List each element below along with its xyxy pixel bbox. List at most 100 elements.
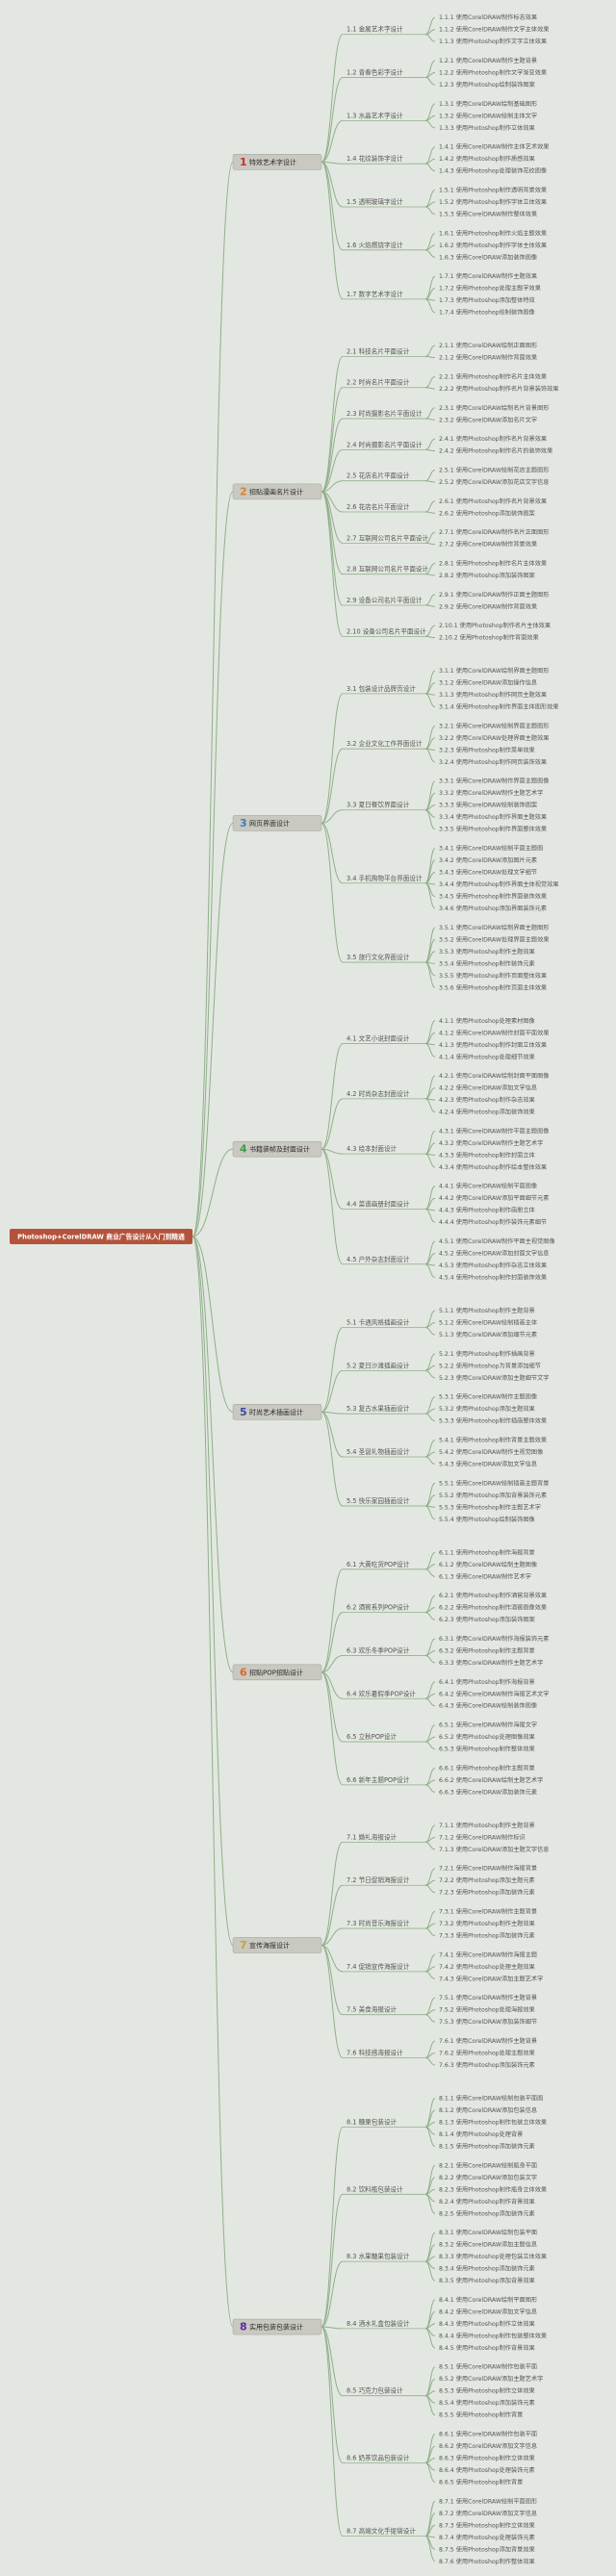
section-node: 2.8 互联网公司名片平面设计: [343, 565, 429, 575]
chapter-box: [232, 1140, 322, 1158]
leaf-topic: 6.4.1 使用Photoshop制作海报背景: [439, 1678, 535, 1686]
leaf-topic: 3.2.4 使用Photoshop制作网页装饰效果: [439, 758, 547, 766]
leaf-topic: 5.4.2 使用CorelDRAW制作主视觉图像: [439, 1448, 543, 1456]
connector-line: [424, 2461, 436, 2483]
connector-line: [424, 387, 436, 390]
connector-line: [424, 500, 436, 513]
section-node: 7.6 科技感海报设计: [343, 2048, 425, 2058]
section-node: 8.3 水果糖果包装设计: [343, 2252, 425, 2262]
connector-line: [321, 2326, 344, 2397]
leaf-topic: 6.5.3 使用Photoshop制作整体效果: [439, 1746, 535, 1753]
connector-line: [192, 161, 234, 1237]
chapter-title: 特效艺术字设计: [249, 158, 296, 166]
connector-line: [321, 1411, 344, 1415]
connector-line: [321, 1612, 344, 1673]
section-node: 6.2 酒窖系列POP设计: [343, 1603, 425, 1614]
connector-line: [424, 2260, 436, 2282]
leaf-topic: 7.5.1 使用CorelDRAW制作主题背景: [439, 1994, 537, 2002]
leaf-topic: 5.2.1 使用Photoshop制作插画背景: [439, 1350, 535, 1358]
section-title: 2.8 互联网公司名片平面设计: [346, 565, 429, 574]
leaf-topic: 2.4.1 使用Photoshop制作名片背景效果: [439, 435, 547, 443]
leaf-topic: 4.3.1 使用CorelDRAW制作平面主题图像: [439, 1127, 549, 1135]
section-node: 2.2 时尚名片平面设计: [343, 378, 425, 389]
leaf-topic: 1.3.1 使用CorelDRAW绘制基础图形: [439, 100, 537, 108]
leaf-topic: 1.2.1 使用CorelDRAW制作主题背景: [439, 57, 537, 64]
leaf-topic: 3.2.2 使用CorelDRAW处理界面主题效果: [439, 734, 549, 742]
connector-line: [424, 1075, 436, 1100]
section-title: 7.5 美食海报设计: [346, 2005, 398, 2014]
leaf-topic: 2.8.1 使用Photoshop制作名片主体效果: [439, 559, 547, 567]
section-node: 7.3 时尚音乐海报设计: [343, 1919, 425, 1929]
section-title: 4.3 绘本封面设计: [346, 1144, 398, 1153]
leaf-topic: 3.4.1 使用CorelDRAW绘制平面主题图: [439, 845, 543, 853]
connector-line: [424, 1654, 436, 1664]
leaf-topic: 1.5.1 使用Photoshop制作透明背景效果: [439, 187, 547, 194]
leaf-topic: 2.6.1 使用Photoshop制作名片背景效果: [439, 497, 547, 505]
connector-line: [321, 809, 344, 824]
leaf-topic: 7.2.1 使用CorelDRAW制作海报背景: [439, 1865, 537, 1873]
leaf-topic: 3.5.1 使用CorelDRAW绘制界面主题图形: [439, 924, 549, 931]
connector-line: [424, 1327, 436, 1336]
root-node: Photoshop+CorelDRAW 商业广告设计从入门到精通: [10, 1229, 192, 1244]
leaf-topic: 2.1.2 使用CorelDRAW制作背面效果: [439, 354, 537, 362]
connector-line: [321, 1927, 344, 1946]
connector-line: [321, 2326, 344, 2538]
leaf-topic: 4.4.1 使用CorelDRAW绘制平面图像: [439, 1183, 537, 1190]
connector-line: [424, 1741, 436, 1750]
leaf-topic: 5.3.1 使用CorelDRAW制作主题图像: [439, 1393, 537, 1401]
leaf-topic: 8.6.2 使用CorelDRAW添加文字信息: [439, 2442, 537, 2450]
leaf-topic: 1.7.2 使用Photoshop处理主题字效果: [439, 285, 541, 293]
leaf-topic: 7.2.2 使用Photoshop添加主题元素: [439, 1876, 535, 1884]
chapter-title: 招贴POP招贴设计: [249, 1668, 303, 1676]
section-title: 2.4 时尚摄影名片平面设计: [346, 440, 423, 448]
leaf-topic: 4.4.3 使用Photoshop制作画册立体: [439, 1207, 536, 1214]
leaf-topic: 3.3.1 使用CorelDRAW制作界面主题图像: [439, 778, 549, 785]
leaf-topic: 8.2.4 使用Photoshop制作背景效果: [439, 2198, 535, 2206]
connector-line: [192, 1236, 234, 1673]
root-title: Photoshop+CorelDRAW 商业广告设计从入门到精通: [17, 1233, 185, 1241]
section-title: 5.1 卡通风格插画设计: [346, 1318, 410, 1327]
connector-line: [321, 1148, 344, 1155]
connector-line: [424, 1043, 436, 1058]
leaf-topic: 8.5.2 使用CorelDRAW添加主题艺术字: [439, 2375, 543, 2383]
leaf-topic: 4.4.4 使用Photoshop制作装饰元素细节: [439, 1218, 547, 1226]
connector-line: [321, 161, 344, 165]
leaf-topic: 2.4.2 使用Photoshop制作名片的装饰效果: [439, 447, 552, 455]
connector-line: [424, 448, 436, 452]
connector-line: [321, 1569, 344, 1673]
section-title: 2.1 科技名片平面设计: [346, 346, 410, 355]
connector-line: [424, 511, 436, 514]
leaf-topic: 6.5.2 使用Photoshop处理图像效果: [439, 1733, 535, 1741]
leaf-topic: 3.3.2 使用CorelDRAW制作主题艺术字: [439, 789, 543, 797]
connector-line: [424, 119, 436, 129]
leaf-topic: 1.5.3 使用CorelDRAW制作整体效果: [439, 210, 537, 217]
section-title: 3.4 手机购物平台界面设计: [346, 874, 423, 882]
section-title: 8.6 奶茶饮品包装设计: [346, 2453, 410, 2461]
section-title: 8.2 饮料瓶包装设计: [346, 2184, 403, 2193]
connector-line: [192, 1236, 234, 2328]
leaf-topic: 8.6.3 使用Photoshop制作立体效果: [439, 2454, 535, 2461]
leaf-topic: 8.2.3 使用Photoshop制作瓶身立体效果: [439, 2185, 547, 2193]
connector-line: [321, 2193, 344, 2328]
section-title: 7.6 科技感海报设计: [346, 2048, 403, 2056]
root-box: [10, 1229, 192, 1244]
leaf-topic: 1.6.3 使用CorelDRAW添加装饰图像: [439, 253, 537, 261]
chapter-number: 3: [240, 817, 247, 829]
connector-line: [424, 748, 436, 763]
section-node: 1.1 金属艺术字设计: [343, 25, 425, 36]
connector-line: [321, 161, 344, 251]
section-node: 5.2 夏日沙滩插画设计: [343, 1361, 425, 1371]
connector-line: [424, 1186, 436, 1210]
leaf-topic: 5.1.3 使用CorelDRAW添加细节元素: [439, 1331, 537, 1339]
connector-line: [424, 418, 436, 421]
leaf-topic: 7.6.2 使用Photoshop处理主题效果: [439, 2049, 535, 2056]
leaf-topic: 1.2.3 使用Photoshop绘制装饰图案: [439, 81, 536, 89]
leaf-topic: 4.2.4 使用Photoshop添加装饰效果: [439, 1109, 535, 1116]
connector-line: [321, 1654, 344, 1673]
leaf-topic: 6.1.3 使用CorelDRAW制作艺术字: [439, 1572, 531, 1580]
connector-line: [321, 355, 344, 493]
connector-line: [192, 1236, 234, 1413]
